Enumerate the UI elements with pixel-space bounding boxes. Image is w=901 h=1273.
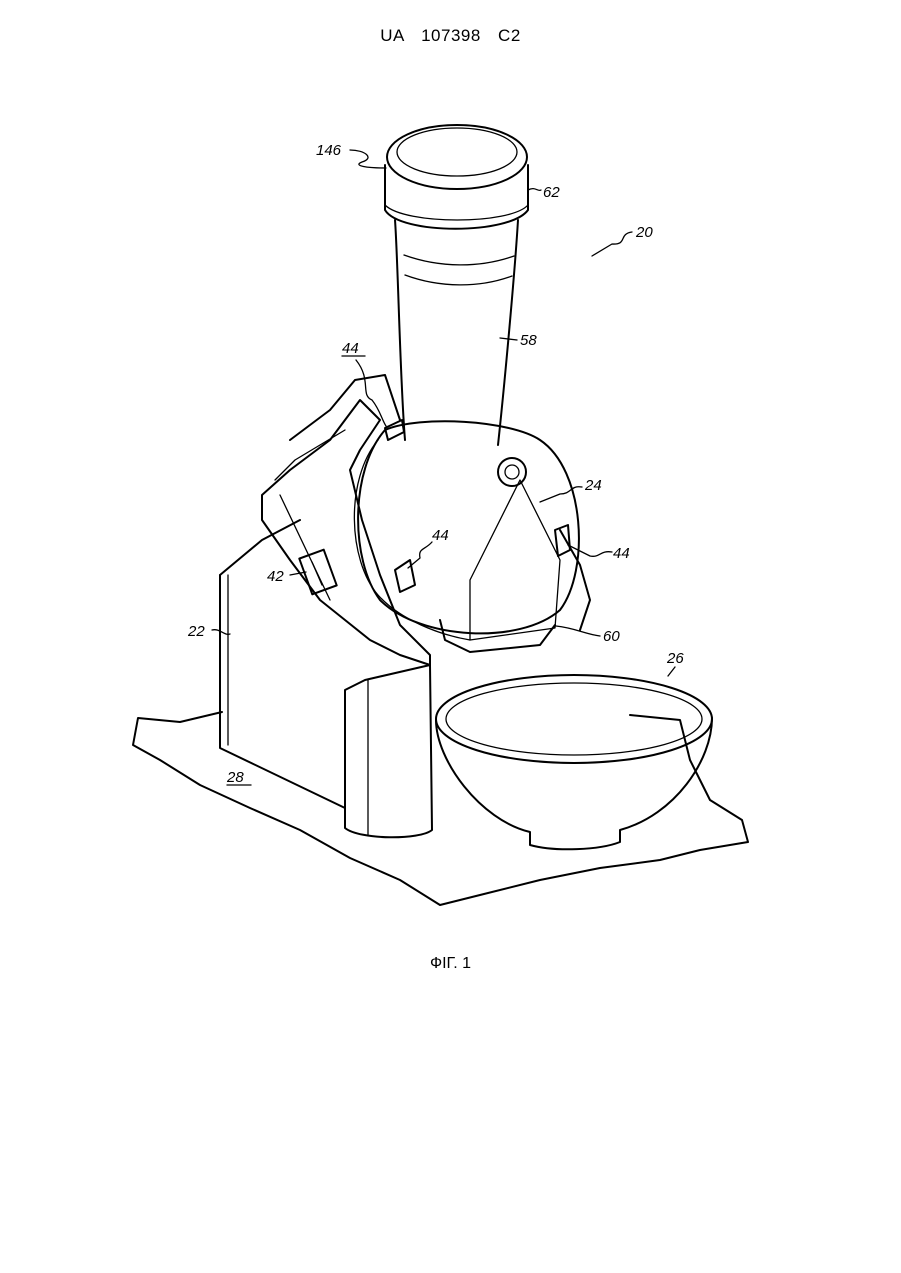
leader-26 xyxy=(668,667,675,676)
housing-top xyxy=(220,520,300,575)
rear-cowl xyxy=(290,375,590,630)
chute-ring xyxy=(354,440,470,640)
leader-60 xyxy=(556,626,600,636)
ref-24: 24 xyxy=(584,477,602,494)
chute-knob xyxy=(498,458,526,486)
locking-tab-top xyxy=(385,420,404,440)
feed-tube-band-1 xyxy=(404,255,514,265)
leader-62 xyxy=(528,189,541,191)
leader-42 xyxy=(290,572,306,575)
ref-62: 62 xyxy=(543,184,560,201)
base-mat xyxy=(133,712,748,905)
feed-tube-band-2 xyxy=(405,275,512,285)
switch-rocker xyxy=(312,562,322,585)
leader-20 xyxy=(592,232,632,256)
ref-44-top: 44 xyxy=(342,340,359,357)
ref-26: 26 xyxy=(666,650,684,667)
plunger-ring xyxy=(385,205,528,220)
ref-60: 60 xyxy=(603,628,620,645)
plunger-body xyxy=(385,165,528,229)
feed-tube xyxy=(395,220,518,445)
housing-front-column xyxy=(345,665,432,837)
plunger-cap xyxy=(387,125,527,189)
ref-22: 22 xyxy=(187,623,205,640)
ref-58: 58 xyxy=(520,332,537,349)
ref-44-right: 44 xyxy=(613,545,630,562)
bowl xyxy=(436,718,712,849)
leader-146 xyxy=(350,150,386,168)
ref-42: 42 xyxy=(267,568,284,585)
ref-146: 146 xyxy=(316,142,342,159)
chute-knob-inner xyxy=(505,465,519,479)
leader-44-top xyxy=(356,360,386,426)
plunger-cap-inner xyxy=(397,128,517,176)
ref-44-left: 44 xyxy=(432,527,449,544)
chute-facet xyxy=(470,480,560,640)
ref-28: 28 xyxy=(226,769,244,786)
ref-20: 20 xyxy=(635,224,653,241)
locking-tab-right xyxy=(555,525,570,556)
figure-caption: ФІГ. 1 xyxy=(0,955,901,973)
